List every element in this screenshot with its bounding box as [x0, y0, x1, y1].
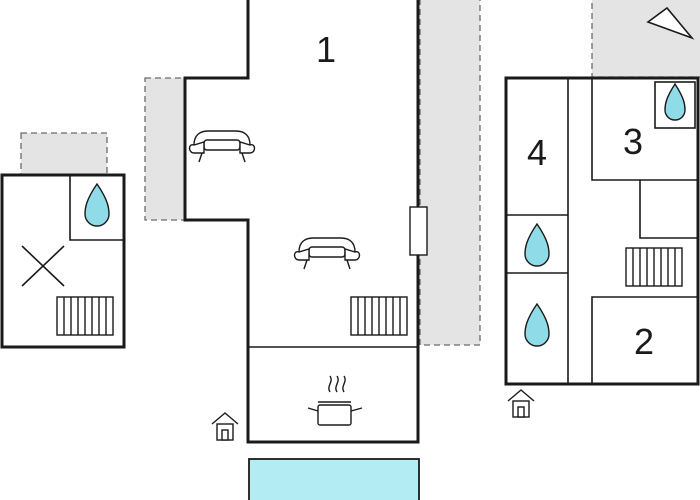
terrace-top-right — [591, 0, 700, 78]
cross-mark-icon — [21, 245, 65, 287]
radiator-icon — [56, 296, 114, 336]
room-number-1: 1 — [316, 29, 336, 70]
main-building: 1 — [183, 0, 428, 444]
left-building — [0, 173, 126, 349]
left-bathroom-wall — [69, 175, 124, 241]
terrace-top-left-building — [20, 132, 108, 176]
water-drop-icon — [84, 182, 110, 227]
right-building-walls — [504, 76, 700, 386]
terrace-right-of-main — [419, 0, 481, 346]
radiator-icon — [350, 296, 408, 336]
swimming-pool — [248, 458, 420, 500]
room-number-3: 3 — [623, 121, 643, 162]
room-number-2: 2 — [634, 321, 654, 362]
right-building: 4 3 2 — [504, 76, 700, 386]
main-building-walls — [183, 0, 420, 444]
compass-arrow-icon — [646, 6, 695, 40]
terrace-left-of-main — [144, 77, 186, 221]
water-drop-icon — [664, 82, 686, 121]
cooking-pot-icon — [307, 375, 363, 426]
radiator-icon — [625, 247, 683, 287]
entrance-icon — [211, 412, 239, 441]
water-drop-icon — [524, 222, 550, 267]
sofa-icon — [293, 237, 361, 270]
sofa-icon — [188, 130, 256, 163]
entrance-icon — [507, 389, 535, 418]
room-number-4: 4 — [527, 132, 547, 173]
water-drop-icon — [524, 302, 550, 347]
window — [409, 206, 428, 256]
left-building-walls — [0, 173, 126, 349]
